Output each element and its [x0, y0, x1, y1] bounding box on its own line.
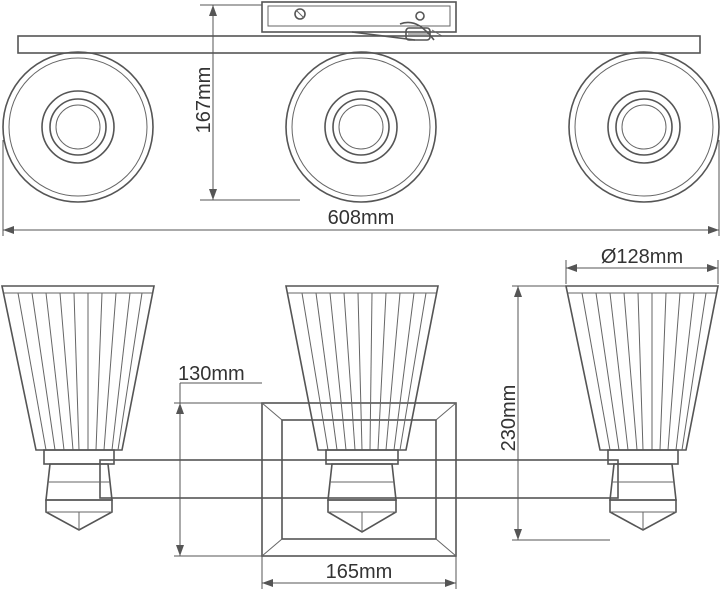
dimension-height-top-label: 167mm: [193, 67, 215, 134]
dimension-shade-diameter: Ø128mm: [565, 246, 719, 284]
dimension-overall-height: 230mm: [498, 285, 610, 541]
shade-front-center: [285, 285, 439, 533]
backplate-front: [261, 402, 457, 557]
dimension-overall-height-label: 230mm: [498, 385, 520, 452]
shade-front-left: [1, 285, 155, 531]
shade-front-right: [565, 285, 719, 531]
dimension-overall-width-label: 608mm: [328, 207, 395, 229]
dimension-backplate-height-label: 130mm: [178, 363, 245, 385]
top-view: 167mm 608mm: [2, 1, 720, 236]
dimension-backplate-width: 165mm: [261, 556, 457, 589]
mounting-bracket: [261, 1, 457, 41]
dimension-height-top: 167mm: [193, 4, 300, 201]
front-view: Ø128mm 130mm 230mm 165: [1, 246, 719, 589]
dimension-shade-diameter-label: Ø128mm: [601, 246, 683, 268]
dimension-overall-width: 608mm: [2, 140, 720, 236]
dimension-backplate-width-label: 165mm: [326, 561, 393, 583]
backplate-bar: [17, 35, 701, 54]
dimension-backplate-height: 130mm: [174, 363, 262, 557]
horizontal-arm: [99, 459, 619, 499]
shade-top-left: [2, 51, 154, 203]
shade-top-center: [285, 51, 437, 203]
shade-top-right: [568, 51, 720, 203]
